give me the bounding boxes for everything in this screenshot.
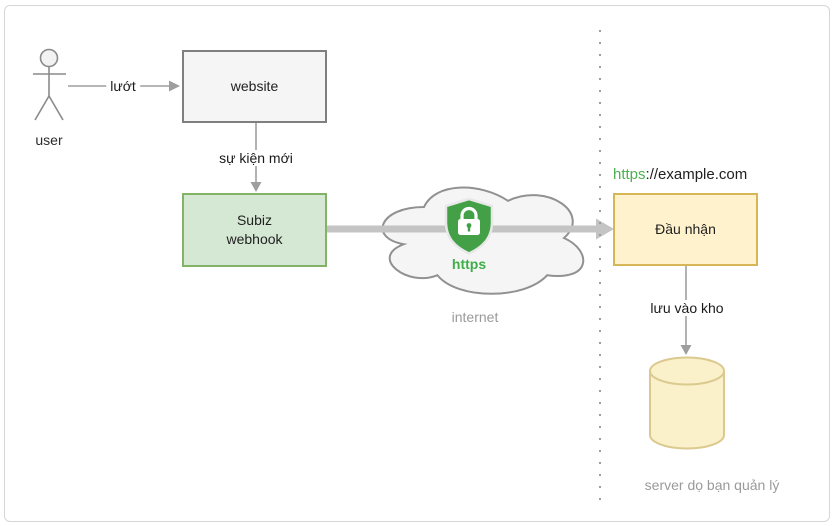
receiver-url-label: https://example.com bbox=[613, 166, 747, 183]
url-scheme-text: https bbox=[613, 166, 646, 183]
edge-label-luu-vao-kho: lưu vào kho bbox=[646, 300, 728, 316]
server-boundary-dotted-line bbox=[599, 30, 601, 506]
cloud-https-label: https bbox=[451, 256, 487, 272]
server-boundary-caption: server dọ bạn quản lý bbox=[644, 477, 780, 493]
edge-label-luot: lướt bbox=[106, 78, 140, 94]
database-cylinder-shape bbox=[649, 356, 725, 450]
edge-label-su-kien-moi: sự kiện mới bbox=[215, 150, 297, 166]
https-shield-lock-icon bbox=[444, 197, 494, 255]
cloud-internet-label: internet bbox=[451, 309, 499, 325]
url-rest-text: ://example.com bbox=[645, 166, 748, 183]
node-subiz-webhook: Subiz webhook bbox=[182, 193, 327, 267]
user-actor-icon bbox=[33, 48, 66, 121]
node-receiver: Đầu nhận bbox=[613, 193, 758, 266]
user-actor-label: user bbox=[35, 132, 63, 148]
node-website: website bbox=[182, 50, 327, 123]
